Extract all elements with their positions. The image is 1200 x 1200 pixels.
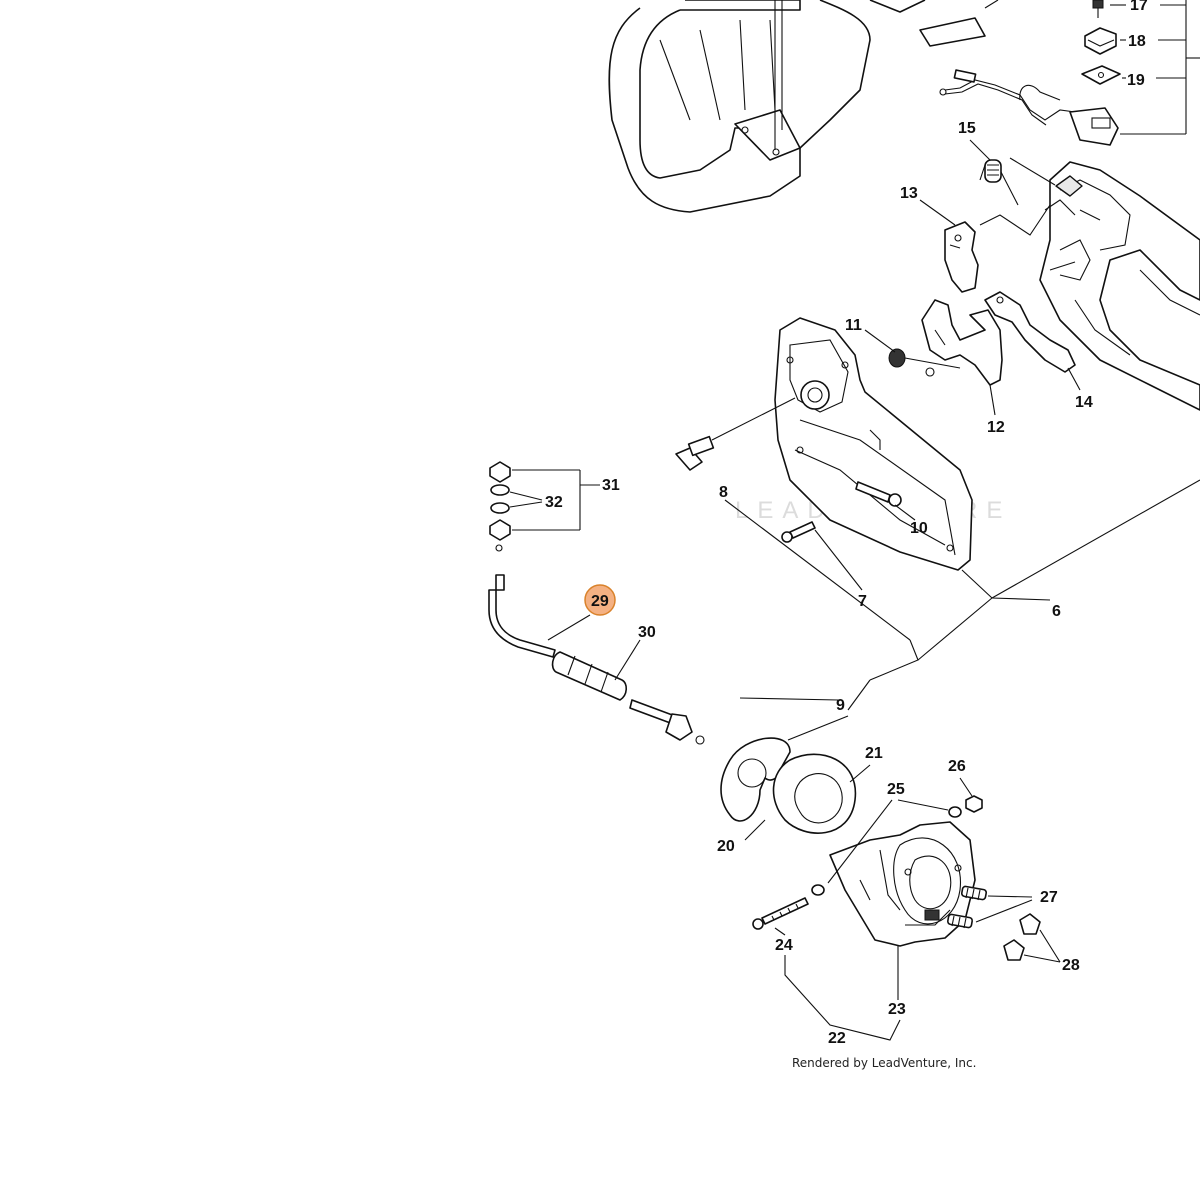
pin-part-11: [888, 348, 961, 369]
callout-13[interactable]: 13: [900, 185, 918, 202]
decal-parts: [869, 0, 999, 47]
switch-wire-part: [939, 69, 1119, 146]
callout-31[interactable]: 31: [602, 477, 620, 494]
lever-part-13: [944, 221, 979, 293]
oil-pickup-part: [629, 699, 705, 745]
callout-8[interactable]: 8: [719, 484, 728, 501]
handle-housing-part: [1039, 161, 1200, 411]
callout-10[interactable]: 10: [910, 520, 928, 537]
spring-part-15: [979, 159, 1019, 206]
callout-9[interactable]: 9: [836, 697, 845, 714]
sleeve-part-30: [551, 651, 628, 701]
callout-15[interactable]: 15: [958, 120, 976, 137]
screw-part-24: [752, 897, 809, 930]
leader-lines: [547, 139, 1200, 1041]
callout-24[interactable]: 24: [775, 937, 793, 954]
washer-part-20: [720, 737, 791, 822]
screw-part-7: [781, 521, 816, 543]
callout-11[interactable]: 11: [845, 317, 862, 334]
callout-23[interactable]: 23: [888, 1001, 906, 1018]
callout-12[interactable]: 12: [987, 419, 1005, 436]
trigger-part-12: [921, 299, 1003, 386]
callout-17[interactable]: 17: [1130, 0, 1148, 14]
oil-hose-part-29: [488, 574, 556, 658]
callout-6[interactable]: 6: [1052, 603, 1061, 620]
callout-25[interactable]: 25: [887, 781, 905, 798]
callout-29-highlight[interactable]: [584, 584, 616, 616]
spring-part-27: [946, 885, 988, 929]
callout-30[interactable]: 30: [638, 624, 656, 641]
rear-handle-part: [608, 0, 871, 213]
callout-21[interactable]: 21: [865, 745, 883, 762]
callout-14[interactable]: 14: [1075, 394, 1093, 411]
nut-part-26: [965, 795, 983, 813]
plate-part-19: [1081, 65, 1121, 85]
callout-26[interactable]: 26: [948, 758, 966, 775]
bracket-17-19: [1110, 0, 1200, 135]
disc-part-21: [772, 753, 857, 834]
cap-part-28: [1003, 913, 1041, 961]
callout-29[interactable]: 29: [591, 593, 609, 610]
washer-part-25: [811, 806, 962, 896]
callout-19[interactable]: 19: [1127, 72, 1145, 89]
callout-7[interactable]: 7: [858, 593, 867, 610]
nut-part-31: [489, 461, 511, 552]
screw-part-10: [855, 481, 902, 507]
housing-part-23: [829, 821, 976, 947]
bracket-31-32: [509, 469, 600, 531]
screw-part-17: [1092, 0, 1104, 18]
callout-22[interactable]: 22: [828, 1030, 846, 1047]
callout-27[interactable]: 27: [1040, 889, 1058, 906]
render-credit: Rendered by LeadVenture, Inc.: [792, 1056, 976, 1070]
fitting-part-8: [675, 397, 796, 471]
lockout-part-14: [984, 291, 1076, 373]
callout-28[interactable]: 28: [1062, 957, 1080, 974]
nut-part-18: [1084, 27, 1117, 55]
callout-18[interactable]: 18: [1128, 33, 1146, 50]
callout-labels: 6 7 8 9 10 11 12 13 14 15 17 18 19 20 21…: [545, 0, 1148, 1047]
callout-20[interactable]: 20: [717, 838, 735, 855]
callout-32[interactable]: 32: [545, 494, 563, 511]
